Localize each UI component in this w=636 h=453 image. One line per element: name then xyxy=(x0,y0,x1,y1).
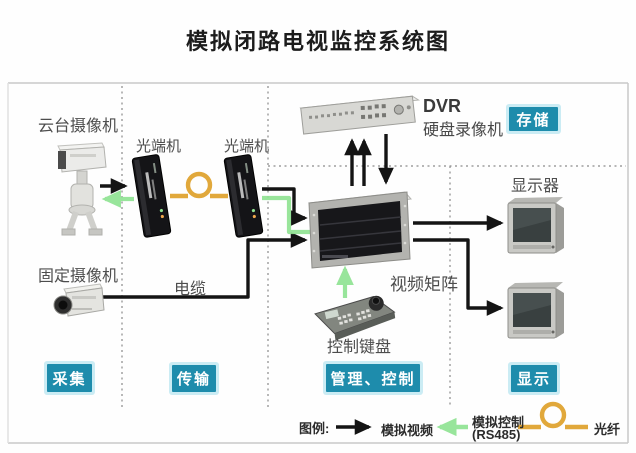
dvr-image xyxy=(297,92,425,143)
panel-border xyxy=(7,82,629,444)
optical-transceiver-2-label: 光端机 xyxy=(224,138,270,155)
dvr-sub-label: 硬盘录像机 xyxy=(423,122,504,139)
monitor-label: 显示器 xyxy=(511,178,560,195)
zone-badge-storage: 存储 xyxy=(509,107,558,131)
zone-dividers xyxy=(121,86,626,407)
legend-fiber-label: 光纤 xyxy=(594,422,621,437)
optical-transceiver-1-image xyxy=(126,150,176,247)
zone-badge-display: 显示 xyxy=(511,365,557,392)
zone-badge-management-control: 管理、控制 xyxy=(326,364,420,392)
zone-badge-collection: 采集 xyxy=(47,364,92,392)
fixed-camera-label: 固定摄像机 xyxy=(38,268,119,285)
ptz-camera-image xyxy=(50,138,112,245)
monitor-1-image xyxy=(506,196,568,263)
legend-title: 图例: xyxy=(299,421,330,436)
legend-analog-video-label: 模拟视频 xyxy=(381,423,434,438)
legend-analog-control-label-line1: 模拟控制 xyxy=(472,415,525,430)
legend-analog-control-label-line2: (RS485) xyxy=(472,427,521,442)
zone-badge-transmission: 传输 xyxy=(172,365,216,392)
analog-video-lines xyxy=(100,134,504,316)
page-title: 模拟闭路电视监控系统图 xyxy=(185,29,450,54)
legend-fiber-glyph xyxy=(518,401,588,430)
dvr-label: DVR xyxy=(423,96,462,116)
optical-transceiver-1-label: 光端机 xyxy=(136,138,182,155)
analog-control-lines xyxy=(101,190,354,298)
video-matrix-image xyxy=(305,181,417,278)
ptz-camera-label: 云台摄像机 xyxy=(38,118,119,135)
monitor-2-image xyxy=(506,281,568,348)
optical-transceiver-2-image xyxy=(218,150,268,247)
control-keyboard-image xyxy=(310,291,400,352)
video-matrix-label: 视频矩阵 xyxy=(390,275,458,294)
cable-label: 电缆 xyxy=(174,281,207,298)
fixed-camera-image xyxy=(50,283,108,334)
control-keyboard-label: 控制键盘 xyxy=(327,339,392,356)
fiber-line xyxy=(170,171,228,199)
